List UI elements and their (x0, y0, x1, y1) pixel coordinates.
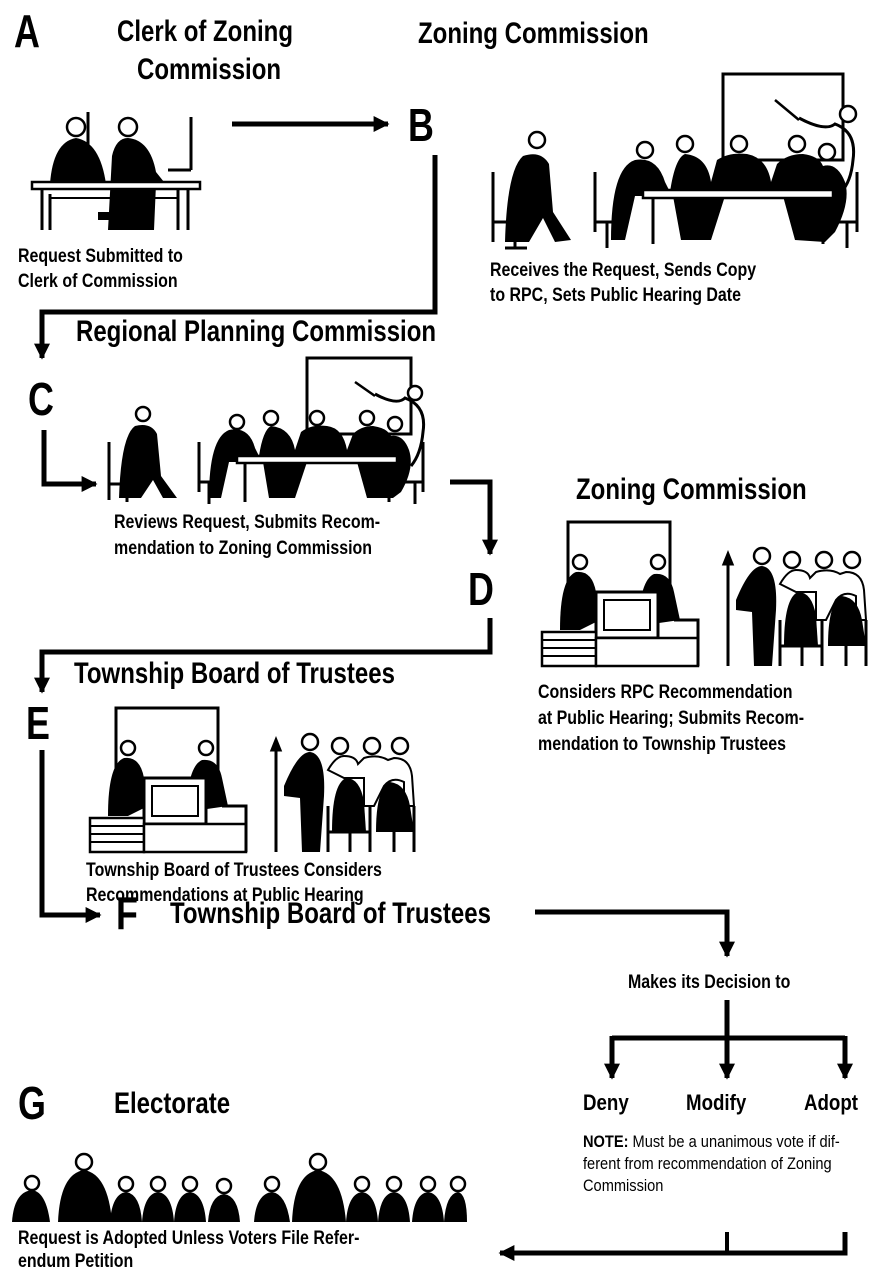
step-f-title: Township Board of Trustees (170, 897, 491, 930)
step-b-title: Zoning Commission (418, 17, 649, 50)
step-d-caption-line3: mendation to Township Trustees (538, 734, 786, 755)
step-g-caption-line1: Request is Adopted Unless Voters File Re… (18, 1228, 360, 1249)
step-letter-f: F (116, 887, 138, 939)
arrow-e-to-f (39, 750, 102, 924)
step-g-caption-line2: endum Petition (18, 1251, 134, 1272)
decision-label: Makes its Decision to (628, 972, 791, 993)
step-c-caption-line2: mendation to Zoning Commission (114, 538, 373, 559)
arrow-to-electorate (498, 1232, 848, 1262)
note-line1: Must be a unanimous vote if dif- (628, 1132, 840, 1151)
arrow-c-to-rpc (41, 430, 98, 493)
zoning-hearing-illustration (540, 520, 868, 668)
step-letter-c: C (28, 373, 54, 425)
arrow-f-to-decision (535, 909, 736, 958)
note-line2: ferent from recommendation of Zoning (583, 1154, 832, 1173)
step-e-title: Township Board of Trustees (74, 657, 395, 690)
arrow-b-to-c (33, 155, 438, 360)
electorate-crowd-illustration (12, 1152, 467, 1222)
step-a-caption-line2: Clerk of Commission (18, 271, 178, 292)
step-d-caption-line2: at Public Hearing; Submits Recom- (538, 708, 805, 729)
step-letter-e: E (26, 697, 50, 749)
step-letter-g: G (18, 1077, 46, 1129)
zoning-meeting-illustration (491, 72, 859, 250)
step-a-caption-line1: Request Submitted to (18, 246, 183, 267)
step-d-title: Zoning Commission (576, 473, 807, 506)
clerk-desk-illustration (30, 112, 202, 230)
step-letter-d: D (468, 563, 494, 615)
step-d-caption-line1: Considers RPC Recommendation (538, 682, 793, 703)
option-modify: Modify (686, 1090, 747, 1115)
arrow-rpc-to-d (450, 479, 499, 556)
note-line3: Commission (583, 1176, 664, 1195)
step-e-caption-line2: Recommendations at Public Hearing (86, 885, 364, 906)
township-hearing-illustration (88, 706, 416, 854)
step-c-caption-line1: Reviews Request, Submits Recom- (114, 512, 381, 533)
step-g-title: Electorate (114, 1087, 231, 1120)
step-e-caption-line1: Township Board of Trustees Considers (86, 860, 382, 881)
decision-note: NOTE: Must be a unanimous vote if dif- f… (583, 1131, 867, 1197)
step-letter-b: B (408, 99, 434, 151)
note-label: NOTE: (583, 1132, 629, 1151)
step-a-title-line1: Clerk of Zoning (117, 15, 293, 48)
rpc-meeting-illustration (107, 356, 426, 504)
step-a-title-line2: Commission (137, 53, 282, 86)
step-b-caption-line1: Receives the Request, Sends Copy (490, 260, 757, 281)
step-c-title: Regional Planning Commission (76, 315, 437, 348)
arrow-d-to-e (33, 618, 493, 694)
step-letter-a: A (14, 5, 40, 57)
option-adopt: Adopt (804, 1090, 859, 1115)
option-deny: Deny (583, 1090, 629, 1115)
step-b-caption-line2: to RPC, Sets Public Hearing Date (490, 285, 741, 306)
